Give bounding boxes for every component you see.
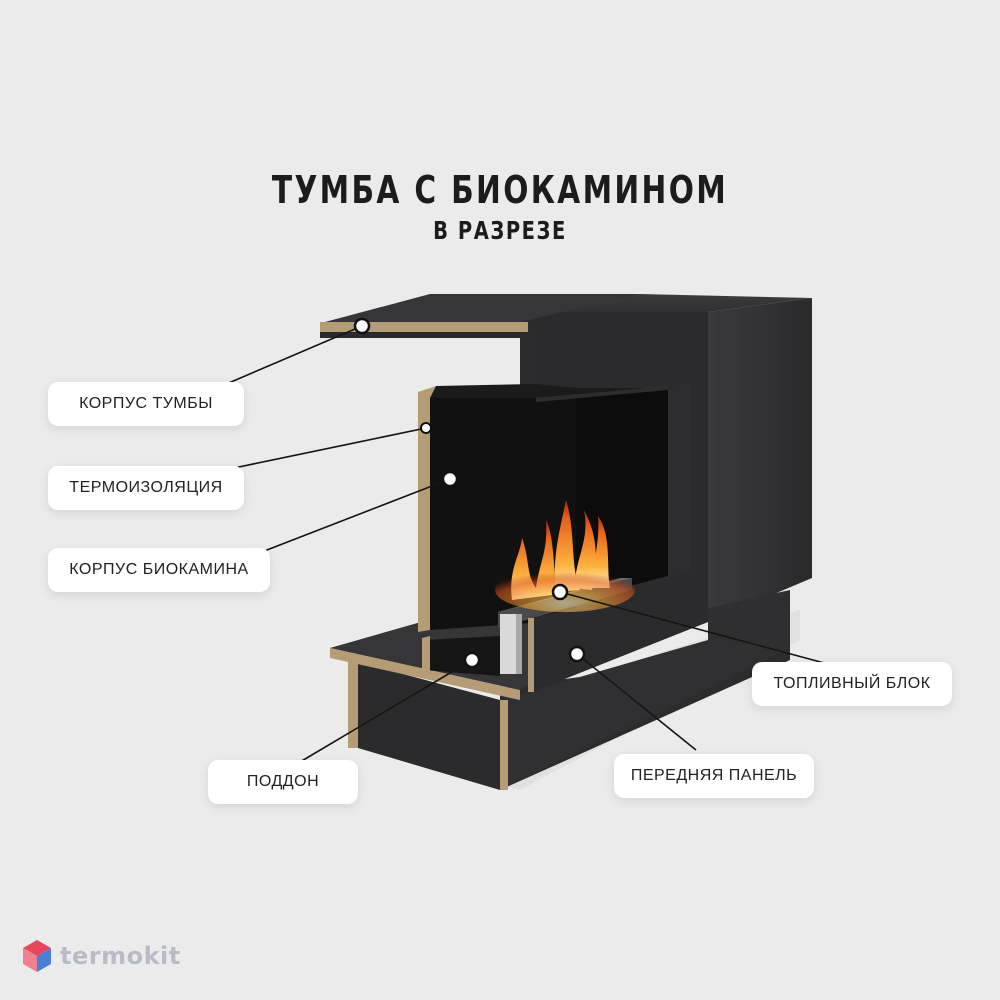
shelf-step [520, 332, 536, 400]
leader-line-insulation [233, 427, 427, 469]
firebox-ceiling [430, 384, 668, 398]
fuel-block-handle [500, 614, 520, 674]
label-thermal-insulation: ТЕРМОИЗОЛЯЦИЯ [48, 466, 244, 510]
label-cabinet-body: КОРПУС ТУМБЫ [48, 382, 244, 426]
insulation-layer [418, 386, 530, 632]
top-shelf [325, 294, 640, 322]
page-subtitle: В РАЗРЕЗЕ [433, 216, 567, 245]
hexagon-cube-icon [23, 940, 51, 972]
flame [590, 516, 610, 588]
right-leg-edge [500, 700, 508, 790]
leader-line-biofireplace-body [253, 478, 451, 556]
leader-lines [223, 325, 829, 763]
label-biofireplace-body: КОРПУС БИОКАМИНА [48, 548, 270, 592]
base-front-panel [500, 640, 790, 790]
marker-tray [463, 651, 481, 669]
front-panel [532, 578, 708, 692]
page-title: ТУМБА С БИОКАМИНОМ [271, 168, 729, 212]
brand-logo: termokit [22, 934, 181, 978]
tray-body [424, 636, 500, 676]
label-front-panel: ПЕРЕДНЯЯ ПАНЕЛЬ [614, 754, 814, 798]
front-panel-edge [528, 618, 534, 692]
marker-fuel-block [551, 583, 569, 601]
marker-cabinet-body [353, 317, 371, 335]
top-shelf-edge [320, 322, 528, 332]
firebox-frame-right [668, 384, 690, 576]
label-tray: ПОДДОН [208, 760, 358, 804]
left-leg [348, 662, 358, 748]
firebox-frame-top [536, 384, 690, 402]
label-fuel-block: ТОПЛИВНЫЙ БЛОК [752, 662, 952, 706]
bottom-shelf-edge [330, 648, 520, 700]
marker-front-panel [568, 645, 586, 663]
leader-line-front-panel [576, 653, 697, 751]
marker-insulation [420, 422, 432, 434]
callout-markers [353, 317, 586, 669]
fuel-block-handle-shade [516, 614, 522, 674]
leader-line-tray [299, 659, 473, 763]
brand-logo-text: termokit [60, 942, 181, 970]
cabinet-right-side [708, 298, 812, 622]
marker-biofireplace-body [441, 470, 459, 488]
top-shelf-face [320, 332, 528, 338]
leader-line-fuel-block [559, 591, 829, 665]
tray-edge [422, 636, 430, 672]
cabinet-top [520, 294, 812, 312]
left-leg-face [358, 662, 500, 790]
leader-line-cabinet-body [223, 325, 363, 386]
